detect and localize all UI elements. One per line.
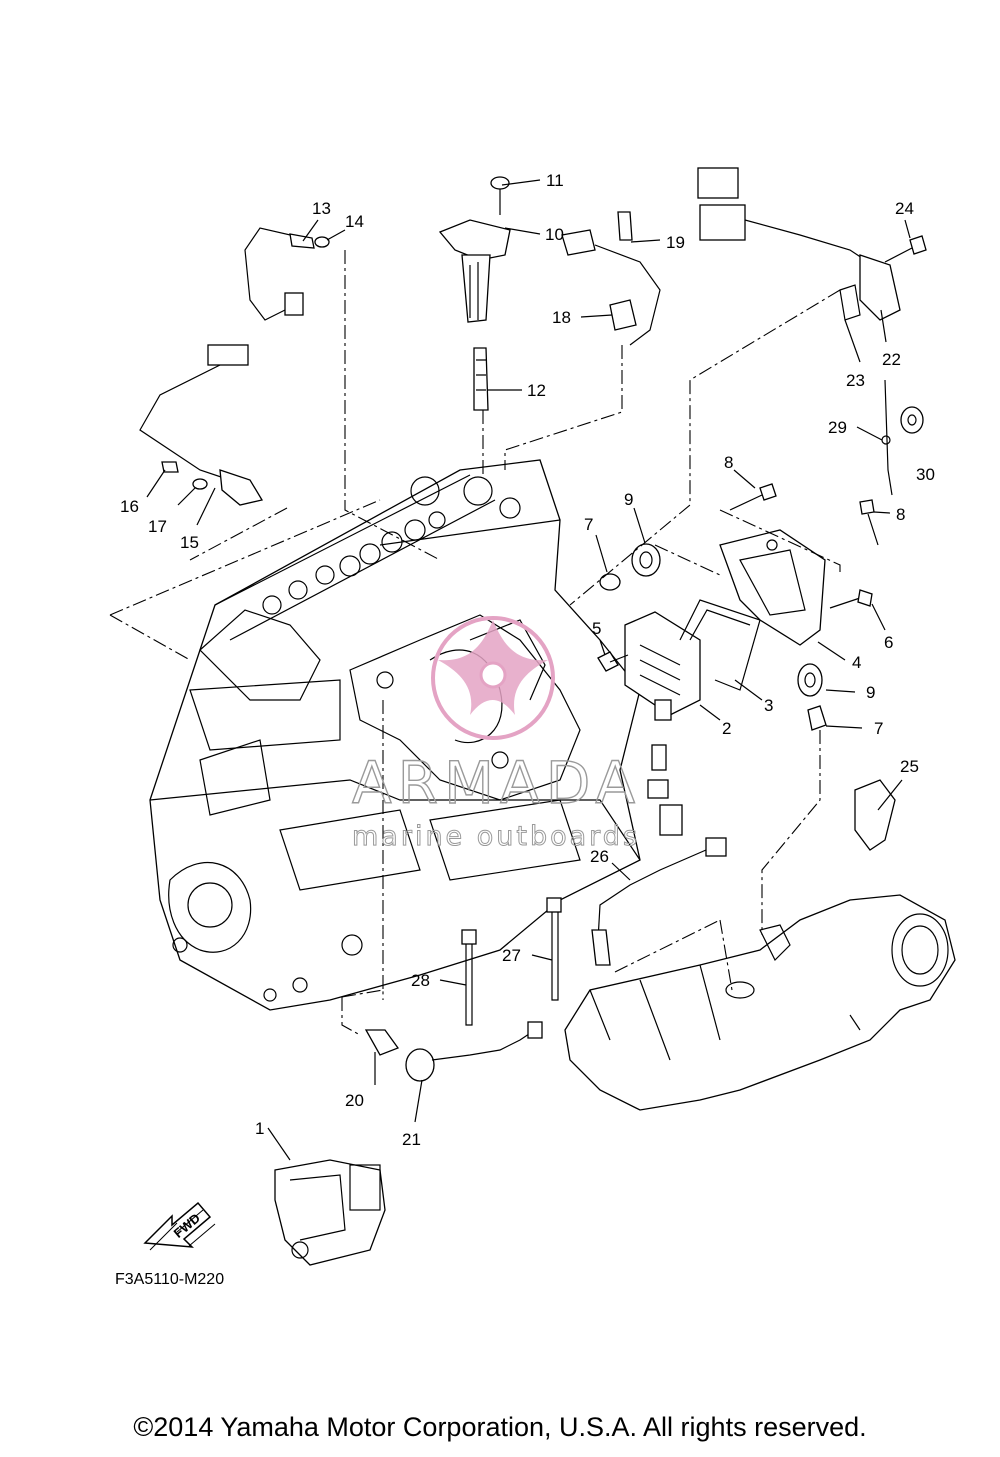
part-26-sensor bbox=[591, 837, 727, 966]
callout-8a: 8 bbox=[724, 453, 733, 472]
part-7-collar-a bbox=[599, 573, 621, 591]
watermark-brand: ARMADA bbox=[352, 749, 641, 817]
callout-29: 29 bbox=[828, 418, 847, 437]
leader-lines bbox=[146, 179, 911, 1161]
part-30-grommet bbox=[900, 406, 924, 434]
part-19-bolt bbox=[617, 211, 633, 241]
part-27-cable-tie bbox=[546, 897, 562, 1001]
callout-18: 18 bbox=[552, 308, 571, 327]
part-1-bracket bbox=[274, 1159, 386, 1266]
callout-25: 25 bbox=[900, 757, 919, 776]
callout-12: 12 bbox=[527, 381, 546, 400]
callout-5: 5 bbox=[592, 619, 601, 638]
part-4-bracket bbox=[719, 529, 826, 646]
part-25-clip bbox=[854, 779, 896, 851]
part-6-bolt bbox=[829, 589, 873, 609]
part-8-bolt-b bbox=[859, 499, 879, 546]
part-18-sensor bbox=[561, 229, 661, 346]
callout-10: 10 bbox=[545, 225, 564, 244]
callout-numbers: 1 2 3 4 5 6 7 7 8 8 9 9 10 11 12 13 14 1… bbox=[120, 171, 935, 1149]
part-17-washer bbox=[192, 478, 208, 490]
part-20-sensor bbox=[364, 1029, 400, 1056]
callout-8b: 8 bbox=[896, 505, 905, 524]
callout-14: 14 bbox=[345, 212, 364, 231]
part-23-o-ring bbox=[839, 284, 861, 321]
diagram-code: F3A5110-M220 bbox=[115, 1271, 224, 1288]
callout-27: 27 bbox=[502, 946, 521, 965]
engine-block bbox=[149, 459, 641, 1011]
callout-9b: 9 bbox=[866, 683, 875, 702]
part-28-cable-tie bbox=[461, 929, 477, 1026]
part-13-sensor bbox=[244, 227, 315, 321]
callout-11: 11 bbox=[546, 171, 564, 190]
part-5-bolt bbox=[597, 651, 629, 672]
callout-3: 3 bbox=[764, 696, 773, 715]
part-8-bolt-a bbox=[729, 483, 777, 511]
part-10-ignition-coil bbox=[438, 219, 511, 323]
part-24-bolt bbox=[884, 235, 927, 263]
callout-9a: 9 bbox=[624, 490, 633, 509]
callout-26: 26 bbox=[590, 847, 609, 866]
callout-2: 2 bbox=[722, 719, 731, 738]
fwd-arrow-icon: FWD bbox=[143, 1201, 216, 1251]
callout-19: 19 bbox=[666, 233, 685, 252]
watermark-tagline: marine outboards bbox=[352, 821, 640, 852]
part-12-spark-plug bbox=[473, 347, 489, 411]
callout-6: 6 bbox=[884, 633, 893, 652]
part-15-sensor bbox=[139, 344, 264, 506]
callout-7a: 7 bbox=[584, 515, 593, 534]
part-9-grommet-a bbox=[631, 543, 661, 577]
part-9-grommet-b bbox=[797, 663, 823, 697]
callout-20: 20 bbox=[345, 1091, 364, 1110]
part-16-bolt bbox=[161, 461, 179, 473]
callout-23: 23 bbox=[846, 371, 865, 390]
callout-21: 21 bbox=[402, 1130, 421, 1149]
exhaust-manifold bbox=[564, 894, 956, 1111]
callout-4: 4 bbox=[852, 653, 861, 672]
part-14-washer bbox=[314, 236, 330, 248]
callout-24: 24 bbox=[895, 199, 914, 218]
part-29-strap bbox=[881, 379, 893, 496]
callout-22: 22 bbox=[882, 350, 901, 369]
callout-28: 28 bbox=[411, 971, 430, 990]
callout-7b: 7 bbox=[874, 719, 883, 738]
callout-13: 13 bbox=[312, 199, 331, 218]
callout-15: 15 bbox=[180, 533, 199, 552]
callout-16: 16 bbox=[120, 497, 139, 516]
part-21-knock-sensor bbox=[405, 1021, 543, 1082]
watermark-logo bbox=[431, 616, 555, 740]
reference-lines bbox=[109, 250, 841, 1036]
part-7-collar-b bbox=[807, 705, 827, 731]
callout-1: 1 bbox=[255, 1119, 264, 1138]
part-22-sensor bbox=[697, 167, 901, 321]
copyright-notice: ©2014 Yamaha Motor Corporation, U.S.A. A… bbox=[133, 1412, 867, 1442]
part-11-bolt bbox=[490, 176, 510, 215]
callout-17: 17 bbox=[148, 517, 167, 536]
callout-30: 30 bbox=[916, 465, 935, 484]
